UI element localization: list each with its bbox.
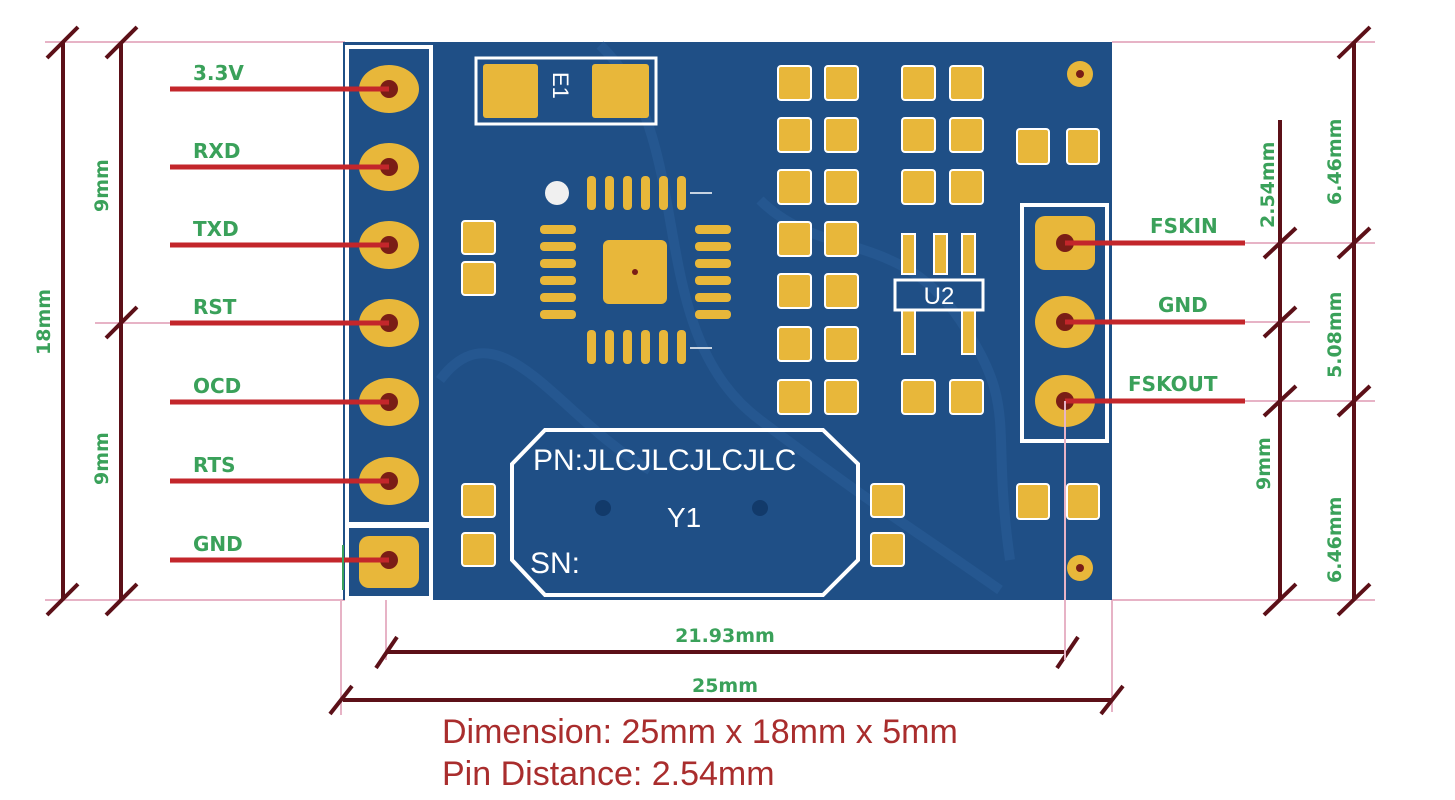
left-pin-traces [170,86,389,563]
dim-right-top: 6.46mm [1324,119,1346,205]
silk-u2: U2 [924,283,955,310]
dim-right-bottom: 6.46mm [1324,497,1346,583]
silk-sn: SN: [530,547,580,580]
pin-label-rst: RST [193,295,237,319]
passive-pads-left [461,220,496,567]
pin-label-fskout: FSKOUT [1128,372,1218,396]
pin-label-rts: RTS [193,453,236,477]
right-pin-labels: FSKIN GND FSKOUT [1128,214,1218,396]
pin-label-gnd-left: GND [193,532,243,556]
dimension-labels: 18mm 9mm 9mm 2.54mm 6.46mm 5.08mm 6.46mm… [33,119,1346,697]
pin-label-rxd: RXD [193,139,240,163]
dim-right-lower: 9mm [1253,437,1275,490]
dim-left-total: 18mm [33,289,55,355]
caption-dimension: Dimension: 25mm x 18mm x 5mm [442,713,958,751]
dim-right-mid: 5.08mm [1324,292,1346,378]
pin-label-fskin: FSKIN [1150,214,1218,238]
mounting-vias [1067,61,1093,581]
pin-label-ocd: OCD [193,374,241,398]
silk-e1: E1 [548,72,573,99]
silk-pn: PN:JLCJLCJLCJLC [533,444,796,477]
dimension-lines [45,25,1372,716]
pin-label-3v3: 3.3V [193,61,244,85]
dim-left-upper: 9mm [91,159,113,212]
guide-lines [45,41,1375,715]
caption-pin-distance: Pin Distance: 2.54mm [442,755,775,793]
dim-right-pitch: 2.54mm [1257,142,1279,228]
qfn-ic [540,176,731,364]
left-pin-labels: 3.3V RXD TXD RST OCD RTS GND [193,61,244,556]
passive-pads-right [870,128,1100,567]
passive-pad-grid [777,65,984,415]
right-pin-traces [1065,240,1245,404]
board-texture [436,41,1015,595]
pin-label-gnd-right: GND [1158,293,1208,317]
silk-y1: Y1 [667,502,701,533]
dim-left-lower: 9mm [91,432,113,485]
pcb-board [343,42,1112,600]
dim-board-width: 25mm [692,675,758,697]
pin-label-txd: TXD [193,217,239,241]
u2-component: U2 [893,233,985,355]
dim-pin-span: 21.93mm [675,625,775,647]
e1-component: E1 [474,56,658,126]
crystal-y1: PN:JLCJLCJLCJLC Y1 SN: [510,428,860,597]
